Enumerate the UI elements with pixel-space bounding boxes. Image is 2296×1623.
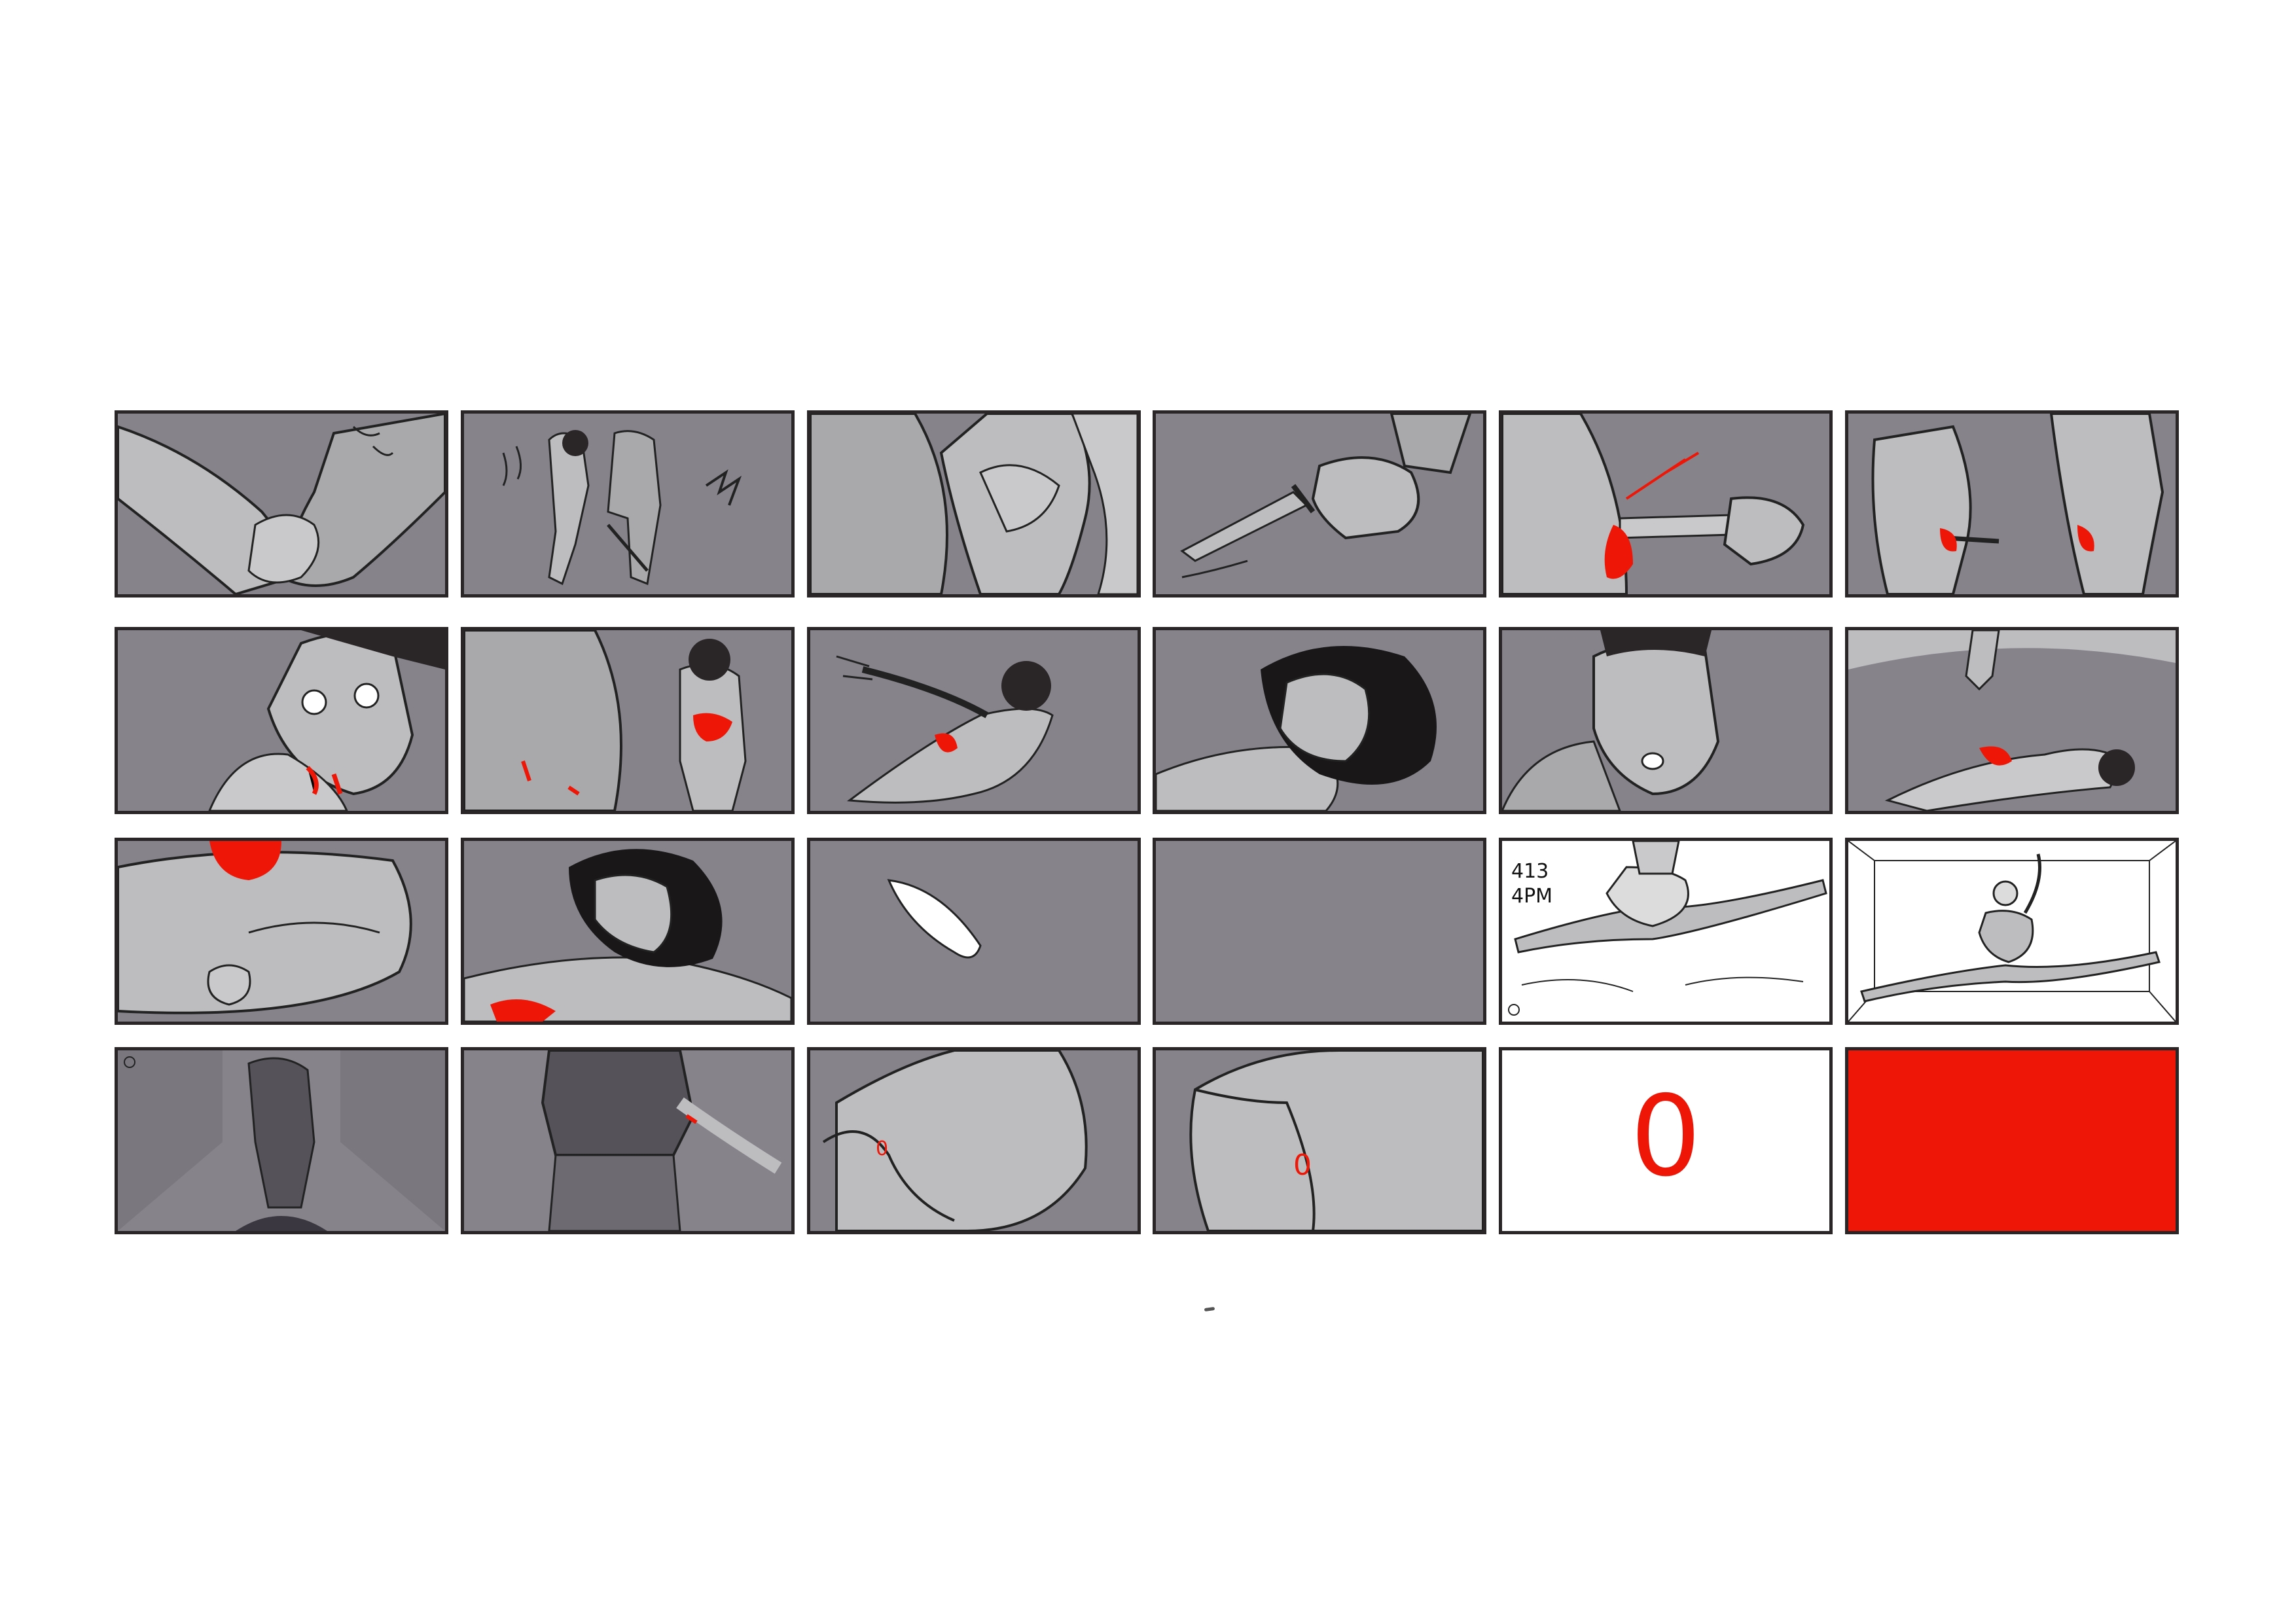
- sketch-ballet-dancer-room: [1848, 841, 2176, 1022]
- storyboard-panel-16: [1153, 838, 1486, 1025]
- sketch-sleeve-mark-closeup: 0: [1156, 1050, 1483, 1231]
- storyboard-panel-13: [115, 838, 448, 1025]
- storyboard-panel-4: [1153, 410, 1486, 597]
- note-line-2: 4PM: [1511, 885, 1553, 908]
- sketch-stab-blood: [1502, 414, 1829, 594]
- sketch-close-torso: [810, 414, 1138, 594]
- storyboard-panel-1: [115, 410, 448, 597]
- stray-pencil-mark: [1204, 1306, 1215, 1312]
- sketch-arm-grab: [118, 414, 445, 594]
- storyboard-panel-11: [1499, 627, 1833, 814]
- sketch-ballet-split: [1502, 841, 1829, 1022]
- storyboard-panel-12: [1845, 627, 2179, 814]
- sketch-figure-back: [464, 1050, 791, 1231]
- sketch-arm-mark: 0: [810, 1050, 1138, 1231]
- storyboard-panel-5: [1499, 410, 1833, 597]
- storyboard-panel-14: [461, 838, 795, 1025]
- sketch-shocked-man-face: [118, 630, 445, 811]
- note-line-1: 413: [1511, 860, 1549, 883]
- storyboard-panel-9: [807, 627, 1141, 814]
- note-time: 413 4PM: [1511, 859, 1552, 909]
- storyboard-panel-17: 413 4PM: [1499, 838, 1833, 1025]
- storyboard-panel-8: [461, 627, 795, 814]
- sketch-corridor-running: [118, 1050, 445, 1231]
- sketch-girl-face-closeup: [1156, 630, 1483, 811]
- storyboard-panel-22: 0: [1153, 1047, 1486, 1234]
- sketch-big-red-mark: 0: [1502, 1050, 1829, 1231]
- storyboard-panel-15: [807, 838, 1141, 1025]
- storyboard-panel-21: 0: [807, 1047, 1141, 1234]
- sketch-two-figures-struggle: [464, 414, 791, 594]
- sleeve-mark: 0: [876, 1137, 888, 1160]
- storyboard-panel-7: [115, 627, 448, 814]
- solid-red-frame: [1848, 1050, 2176, 1231]
- storyboard-panel-2: [461, 410, 795, 597]
- storyboard-panel-20: [461, 1047, 795, 1234]
- storyboard-panel-23: 0: [1499, 1047, 1833, 1234]
- sketch-man-looking-down: [1502, 630, 1829, 811]
- sketch-leaf-object: [810, 841, 1138, 1022]
- storyboard-panel-6: [1845, 410, 2179, 597]
- sketch-two-figures-knife: [1848, 414, 2176, 594]
- storyboard-panel-24: [1845, 1047, 2179, 1234]
- sketch-knife-hand: [1156, 414, 1483, 594]
- sketch-body-blood-closeup: [118, 841, 445, 1022]
- sketch-girl-falling: [810, 630, 1138, 811]
- sketch-empty-gray: [1156, 841, 1483, 1022]
- sleeve-mark: 0: [1293, 1149, 1312, 1182]
- storyboard-panel-18: [1845, 838, 2179, 1025]
- storyboard-panel-3: [807, 410, 1141, 597]
- sketch-girl-on-floor: [1848, 630, 2176, 811]
- sketch-wounded-girl: [464, 630, 791, 811]
- storyboard-panel-19: [115, 1047, 448, 1234]
- sketch-girl-lying-blood: [464, 841, 791, 1022]
- storyboard-panel-10: [1153, 627, 1486, 814]
- big-mark: 0: [1630, 1072, 1701, 1202]
